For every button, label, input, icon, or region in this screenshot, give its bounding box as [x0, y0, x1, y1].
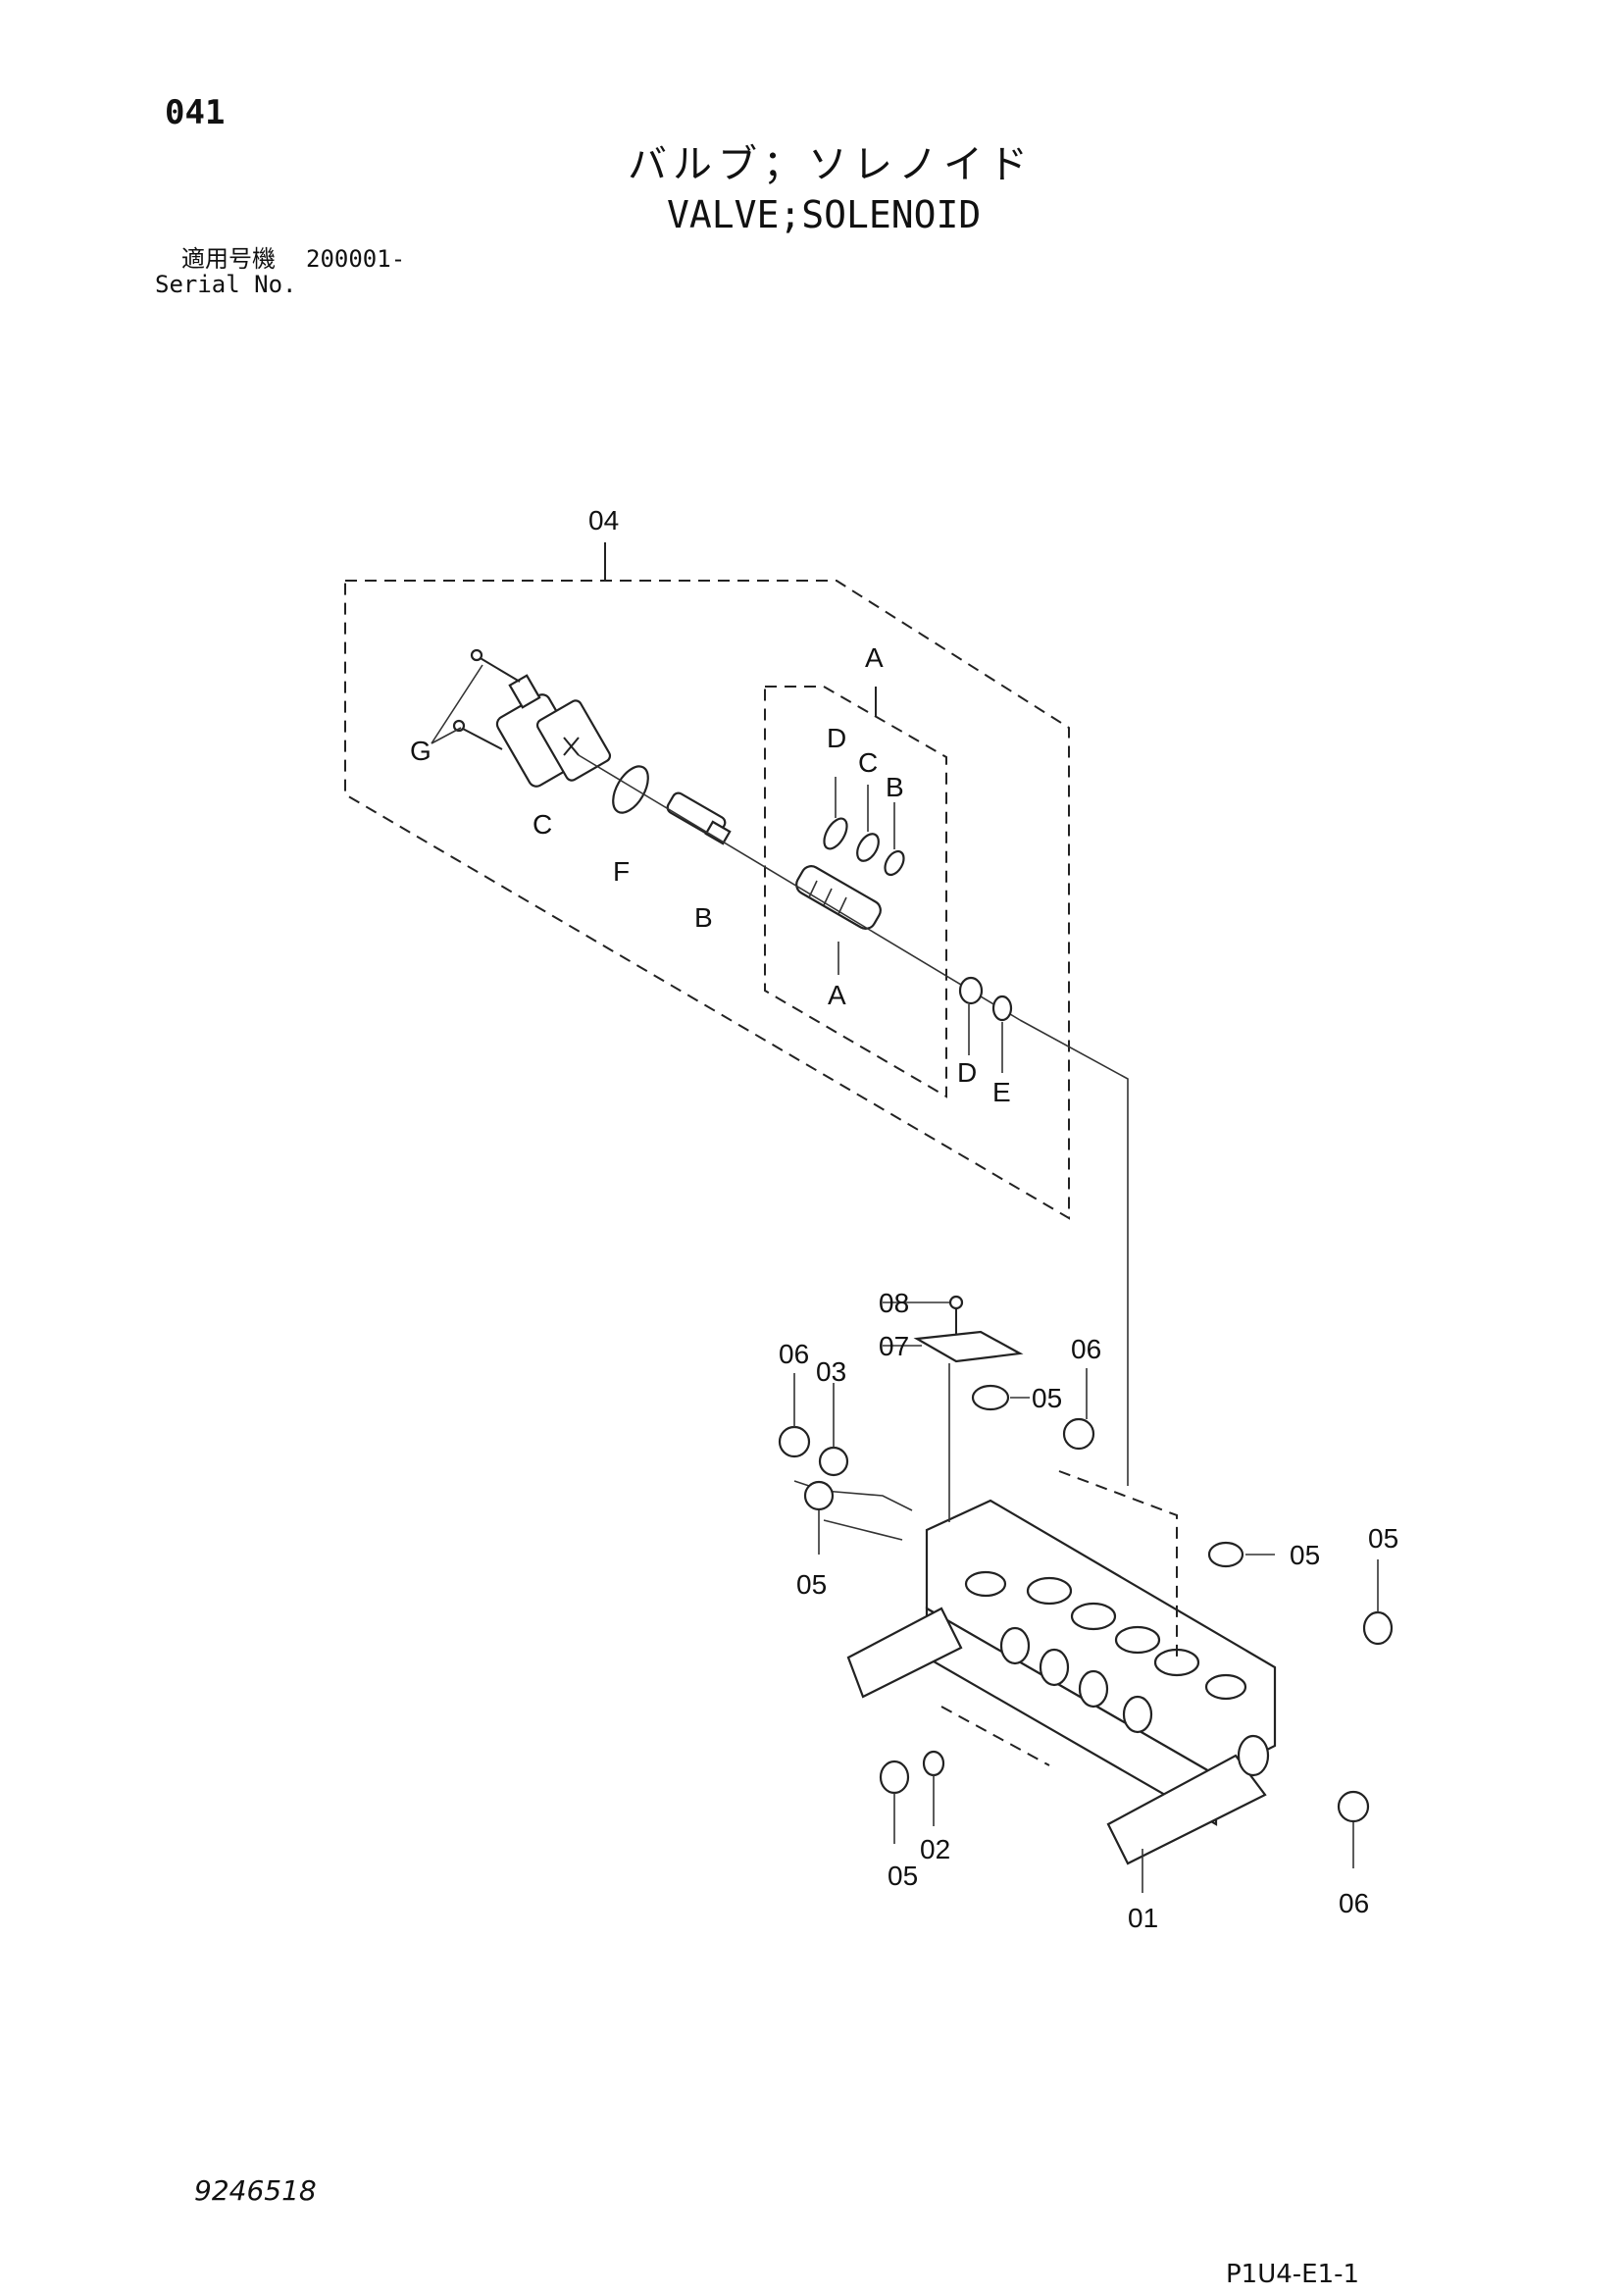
callout-06-top: 06	[1071, 1334, 1101, 1364]
o-ring-c-upper	[856, 833, 880, 862]
callout-03: 03	[816, 1356, 846, 1387]
callout-d-top: D	[827, 723, 846, 753]
plug-02	[922, 1750, 945, 1777]
serial-label-english: Serial No.	[155, 271, 297, 298]
callout-a-top: A	[865, 642, 884, 673]
plug-05-bottom	[879, 1760, 910, 1795]
callout-b-top: B	[886, 772, 904, 802]
callout-d-low: D	[957, 1057, 977, 1088]
sleeve-a	[795, 865, 882, 930]
plug-06-left	[778, 1425, 811, 1458]
callout-05-right: 05	[1368, 1523, 1398, 1554]
callout-05-left: 05	[796, 1569, 827, 1600]
callout-b-low: B	[694, 902, 713, 933]
manifold-guides	[1058, 1470, 1178, 1658]
manifold-guides-2	[940, 1706, 1050, 1766]
plug-06-bottom	[1337, 1790, 1370, 1823]
kit-a-boundary	[764, 686, 947, 1098]
callout-01: 01	[1128, 1903, 1158, 1933]
title-english: VALVE;SOLENOID	[667, 193, 982, 236]
spool-b	[666, 791, 732, 845]
callout-08: 08	[879, 1288, 909, 1318]
callout-f: F	[613, 856, 630, 887]
callout-c-mid: C	[858, 747, 878, 778]
document-number: 9246518	[194, 2174, 317, 2207]
callout-a-low: A	[828, 980, 846, 1010]
o-ring-d-upper	[823, 817, 848, 850]
plug-05-cap	[971, 1384, 1010, 1411]
callout-c-left: C	[533, 809, 552, 840]
solenoid-coil	[495, 674, 612, 788]
screws-g	[431, 648, 521, 750]
screw-08	[948, 1295, 964, 1310]
cover-07	[913, 1330, 1024, 1363]
plug-03	[818, 1446, 849, 1477]
assembly-04-boundary	[344, 580, 1070, 1220]
plug-05-right	[1362, 1610, 1394, 1646]
callout-07: 07	[879, 1331, 909, 1361]
callout-06-left: 06	[779, 1339, 809, 1369]
plug-05-left	[803, 1480, 835, 1511]
assembly-axis	[578, 754, 1021, 1021]
plug-05-mid	[1207, 1541, 1244, 1568]
title-japanese: バルブ；ソレノイド	[628, 142, 1034, 187]
callout-05-cap: 05	[1032, 1383, 1062, 1413]
plug-06-top	[1062, 1417, 1095, 1451]
ring-d-lower	[958, 976, 984, 1005]
callout-02: 02	[920, 1834, 950, 1864]
o-ring-b-upper	[884, 849, 905, 877]
manifold-body	[793, 1480, 1277, 1865]
callout-g: G	[410, 736, 431, 766]
o-ring-f	[612, 765, 649, 814]
callout-04: 04	[588, 505, 619, 536]
callout-05-bottom: 05	[888, 1861, 918, 1891]
serial-number-value: 200001-	[306, 245, 406, 273]
callout-05-mid: 05	[1290, 1540, 1320, 1570]
sheet-id: P1U4-E1-1	[1226, 2260, 1360, 2289]
install-path	[1019, 1019, 1129, 1486]
serial-label-japanese: 適用号機	[181, 245, 276, 273]
callout-06-bottom: 06	[1339, 1888, 1369, 1918]
ring-e	[991, 995, 1013, 1022]
callout-e: E	[992, 1077, 1011, 1107]
page-number: 041	[165, 93, 226, 132]
